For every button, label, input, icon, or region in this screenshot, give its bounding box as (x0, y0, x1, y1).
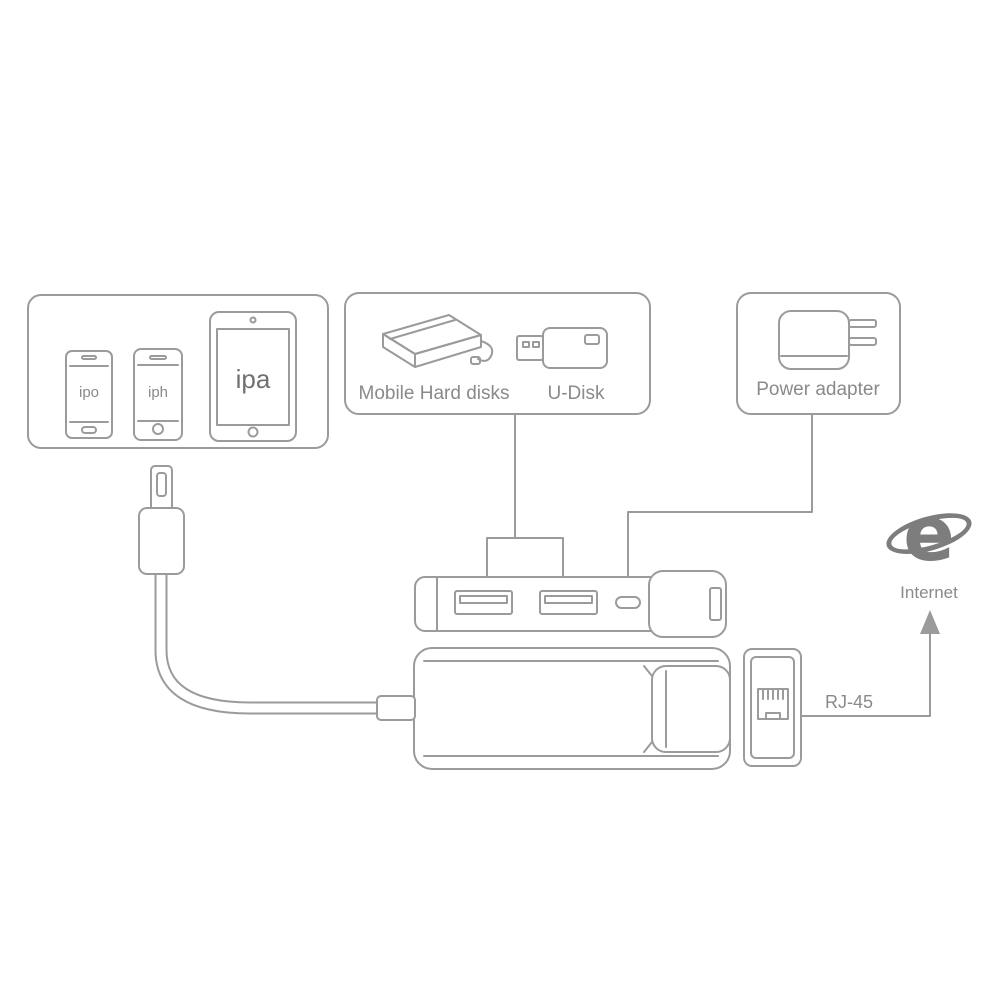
internet-arrow (800, 610, 940, 717)
arrow-up-icon (920, 610, 940, 634)
rj45-label: RJ-45 (824, 692, 874, 712)
storage-box (344, 292, 651, 415)
iphone-label: iph (147, 384, 169, 401)
usb-port-2 (539, 590, 598, 615)
rj45-connector-illustration (743, 648, 802, 767)
iphone-illustration (133, 348, 183, 441)
ipod-illustration (65, 350, 113, 439)
power-adapter-label: Power adapter (756, 379, 880, 400)
cable-strain-relief (376, 695, 416, 721)
lightning-cable (138, 465, 391, 715)
hard-disk-label: Mobile Hard disks (358, 383, 510, 404)
internet-line (800, 633, 931, 717)
lightning-connector-illustration (138, 465, 185, 575)
storage-bracket (486, 537, 564, 579)
internet-label: Internet (900, 583, 958, 602)
hub-top-ethernet-end (648, 570, 727, 638)
hub-top-view (414, 570, 727, 638)
ipad-illustration (209, 311, 297, 442)
ipod-label: ipo (78, 384, 100, 401)
power-box-outline (736, 292, 901, 415)
devices-box (27, 294, 329, 449)
power-line (627, 413, 813, 577)
power-adapter-illustration (778, 310, 877, 370)
udisk-label: U-Disk (547, 383, 605, 404)
lightning-input-port (615, 596, 641, 609)
hard-disk-illustration (382, 314, 494, 368)
usb-port-1 (454, 590, 513, 615)
hub-side-view (376, 647, 731, 770)
storage-box-outline (344, 292, 651, 415)
ipad-label: ipa (235, 364, 271, 394)
ethernet-socket-end (643, 665, 731, 753)
usb-flash-drive-illustration (516, 327, 608, 369)
devices-box-outline (27, 294, 329, 449)
power-box (736, 292, 901, 415)
connector-lines (486, 413, 813, 579)
